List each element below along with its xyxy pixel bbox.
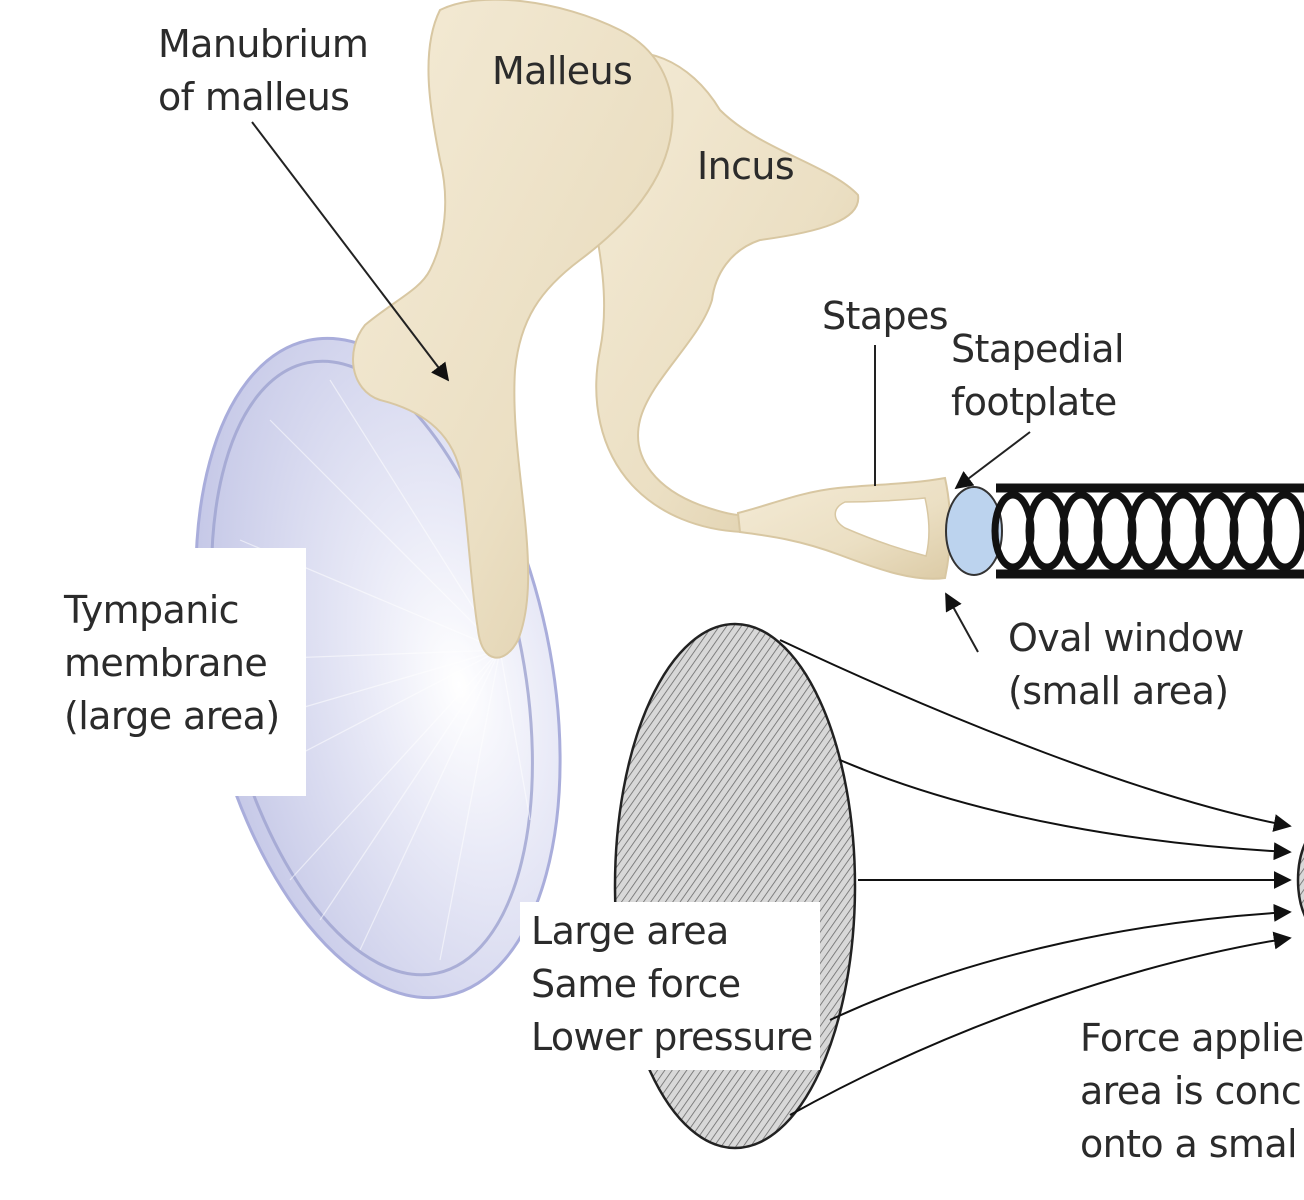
large-area-note: Large area Same force Lower pressure: [531, 905, 813, 1064]
tympanic-membrane-line2: membrane: [64, 641, 268, 685]
stapedial-footplate-line1: Stapedial: [951, 327, 1125, 371]
malleus-shape: [352, 0, 674, 659]
tympanic-label-bg: [52, 548, 306, 796]
leader-lines: [251, 121, 1031, 653]
oval-window-label: Oval window (small area): [1008, 612, 1245, 718]
stapedial-footplate-label: Stapedial footplate: [951, 323, 1125, 429]
force-note-line1: Force applie: [1080, 1016, 1304, 1060]
manubrium-label-line2: of malleus: [158, 75, 350, 119]
malleus-label-text: Malleus: [492, 49, 633, 93]
oval-window-line1: Oval window: [1008, 616, 1245, 660]
manubrium-label: Manubrium of malleus: [158, 18, 369, 124]
oval-window-line2: (small area): [1008, 669, 1229, 713]
malleus-label: Malleus: [492, 45, 633, 98]
stapes-label: Stapes: [822, 290, 949, 343]
stapes-shape: [736, 476, 952, 580]
stapes-label-text: Stapes: [822, 294, 949, 338]
stapedial-footplate-line2: footplate: [951, 380, 1117, 424]
spring-coil: [991, 483, 1304, 579]
large-area-note-line1: Large area: [531, 909, 729, 953]
large-area-note-line2: Same force: [531, 962, 741, 1006]
tympanic-membrane-label: Tympanic membrane (large area): [64, 584, 280, 743]
large-area-label-bg: [520, 902, 820, 1070]
tympanic-membrane-line3: (large area): [64, 694, 280, 738]
incus-label-text: Incus: [697, 144, 795, 188]
force-note: Force applie area is conc onto a smal: [1080, 1012, 1304, 1171]
large-area-note-line3: Lower pressure: [531, 1015, 813, 1059]
small-area-ellipse: [1296, 842, 1304, 918]
force-note-line3: onto a smal: [1080, 1122, 1298, 1166]
tympanic-membrane-line1: Tympanic: [64, 588, 240, 632]
force-arrows: [779, 639, 1292, 1116]
force-note-line2: area is conc: [1080, 1069, 1302, 1113]
incus-label: Incus: [697, 140, 795, 193]
manubrium-label-line1: Manubrium: [158, 22, 369, 66]
